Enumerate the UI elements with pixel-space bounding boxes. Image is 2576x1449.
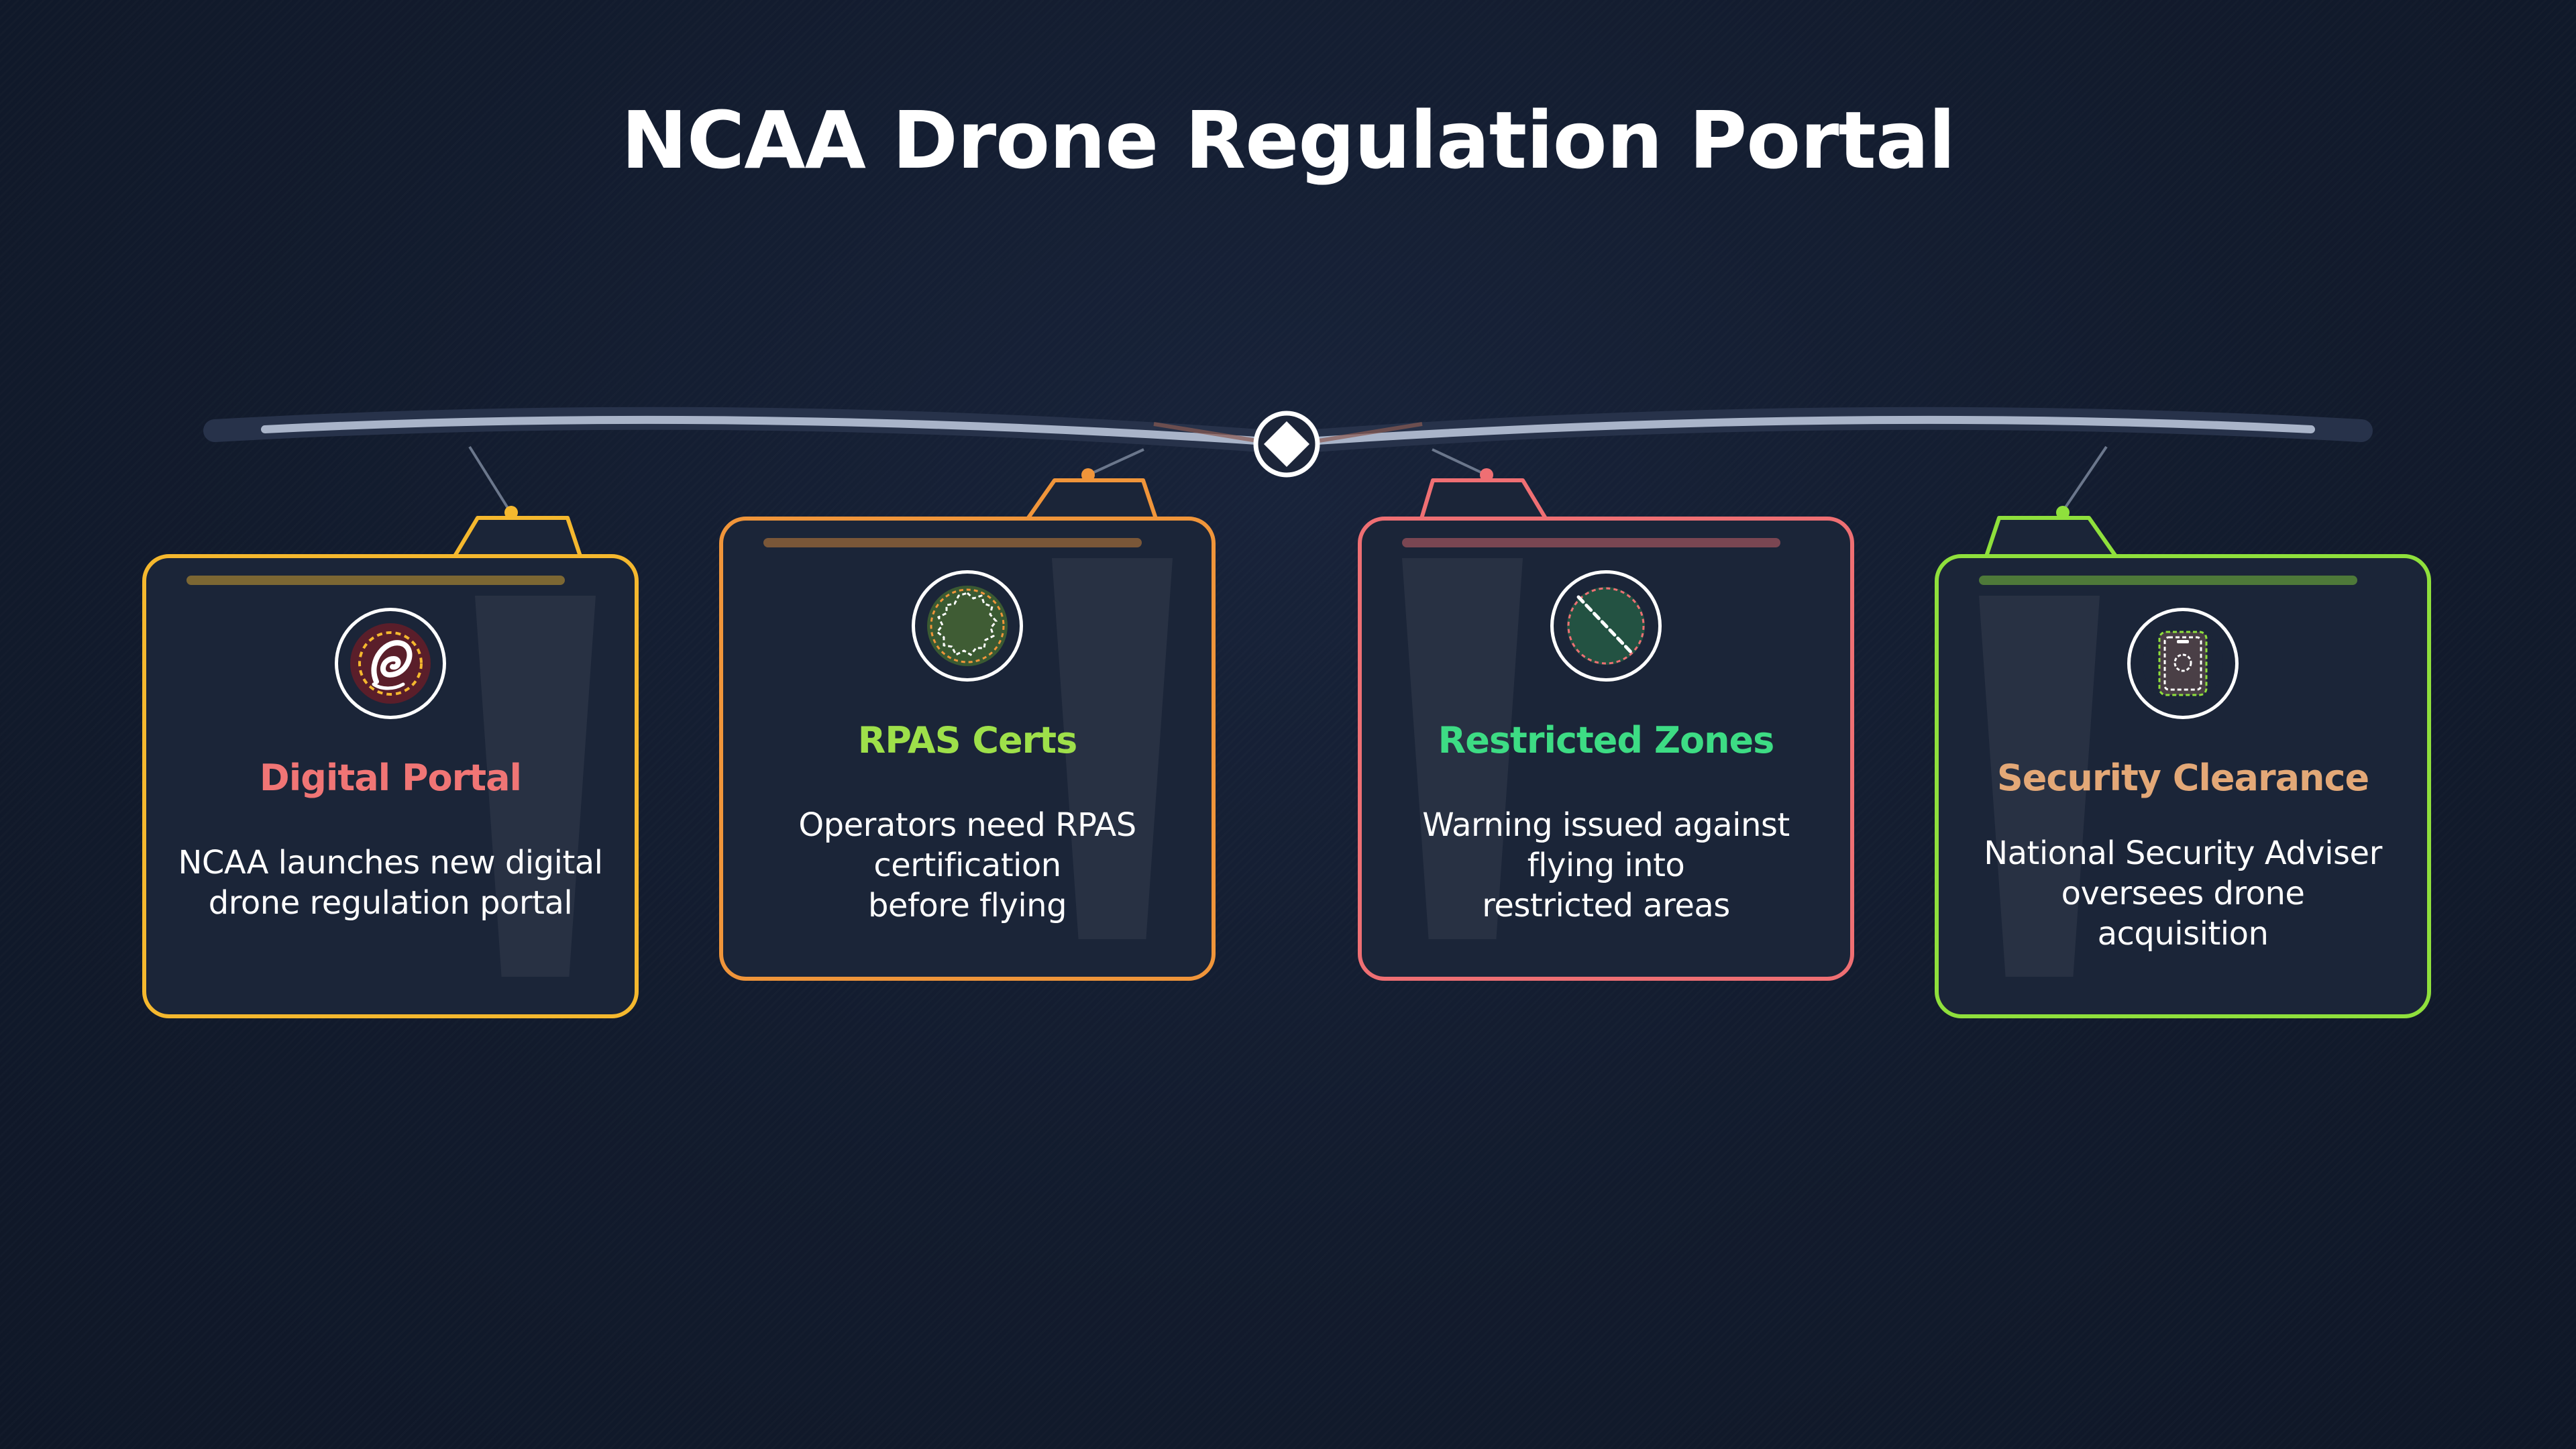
- card-accent-bar: [763, 538, 1142, 547]
- node-card-rpas-certs: RPAS Certs Operators need RPAS certifica…: [719, 517, 1216, 981]
- icon-badge: [1550, 570, 1662, 682]
- card-tab-2: [1024, 478, 1159, 522]
- card-accent-bar: [1402, 538, 1780, 547]
- security-device-icon: [2143, 623, 2223, 704]
- node-description: Warning issued against flying into restr…: [1422, 806, 1790, 924]
- icon-badge: [912, 570, 1023, 682]
- card-tab-1: [451, 516, 583, 559]
- certificate-seal-icon: [927, 586, 1008, 666]
- node-card-security-clearance: Security Clearance National Security Adv…: [1935, 554, 2431, 1018]
- card-tab-4: [1984, 516, 2119, 559]
- card-tab-dot-4: [2056, 506, 2070, 519]
- hub-glint-left: [1153, 422, 1262, 443]
- card-accent-bar: [1979, 576, 2357, 585]
- portal-swirl-icon: [350, 623, 431, 704]
- page-title: NCAA Drone Regulation Portal: [621, 94, 1955, 186]
- connector-1: [468, 445, 511, 513]
- card-tab-3: [1419, 478, 1549, 522]
- node-label: Security Clearance: [1996, 757, 2369, 799]
- icon-badge: [335, 608, 446, 719]
- node-label: RPAS Certs: [857, 719, 1078, 761]
- node-card-digital-portal: Digital Portal NCAA launches new digital…: [142, 554, 639, 1018]
- card-tab-dot-1: [504, 506, 518, 519]
- node-card-restricted-zones: Restricted Zones Warning issued against …: [1358, 517, 1854, 981]
- card-tab-dot-3: [1480, 468, 1493, 482]
- node-description: NCAA launches new digital drone regulati…: [178, 844, 603, 922]
- node-description: Operators need RPAS certification before…: [798, 806, 1136, 924]
- node-description: National Security Adviser oversees drone…: [1984, 835, 2382, 953]
- hub-glint-right: [1314, 422, 1423, 443]
- hub-diamond-icon: [1264, 421, 1309, 467]
- node-label: Restricted Zones: [1438, 719, 1775, 761]
- node-label: Digital Portal: [259, 757, 522, 799]
- connector-2: [1087, 448, 1144, 476]
- connector-4: [2061, 445, 2108, 513]
- card-accent-bar: [186, 576, 565, 585]
- no-fly-zone-icon: [1567, 587, 1645, 665]
- connector-3: [1432, 448, 1487, 476]
- icon-badge: [2127, 608, 2239, 719]
- card-tab-dot-2: [1081, 468, 1095, 482]
